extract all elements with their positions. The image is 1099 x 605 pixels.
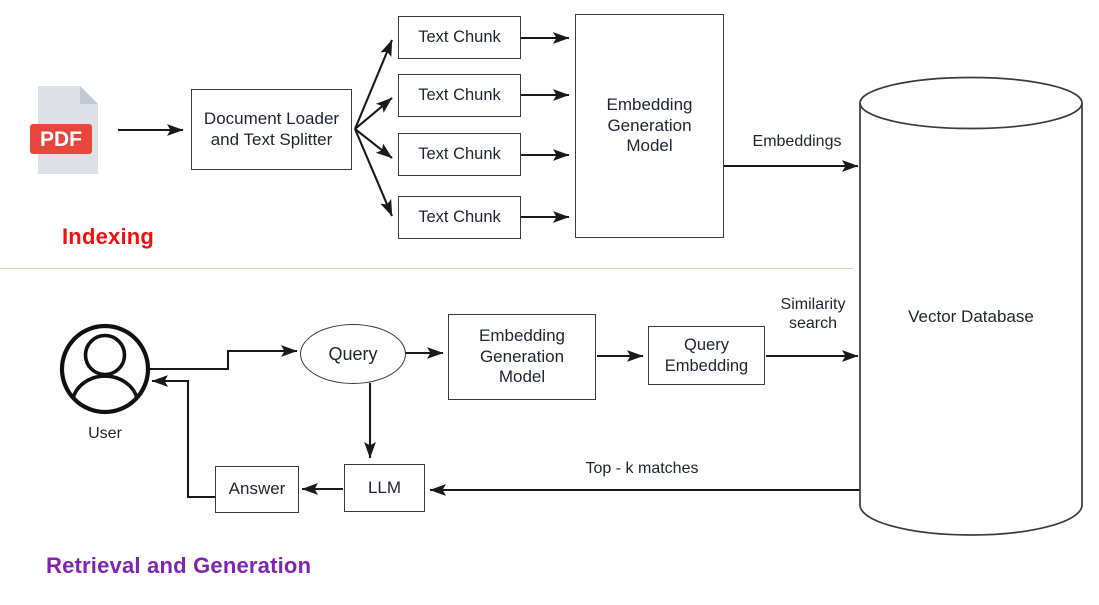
topk-matches-edge-label: Top - k matches: [585, 460, 699, 477]
document-loader-label: Document Loader and Text Splitter: [203, 108, 340, 149]
text-chunk-label: Text Chunk: [418, 208, 501, 227]
similarity-search-line2: search: [788, 315, 838, 333]
embedding-model-label: Embedding Generation Model: [606, 94, 693, 156]
answer-box[interactable]: Answer: [215, 466, 299, 513]
text-chunk-label: Text Chunk: [418, 86, 501, 105]
embedding-model-label: Embedding Generation Model: [478, 325, 565, 387]
llm-box[interactable]: LLM: [344, 464, 425, 512]
text-chunk-label: Text Chunk: [418, 145, 501, 164]
pdf-badge-text: PDF: [40, 128, 82, 151]
text-chunk-box-4[interactable]: Text Chunk: [398, 196, 521, 239]
document-loader-box[interactable]: Document Loader and Text Splitter: [191, 89, 352, 170]
vector-database-label: Vector Database: [908, 306, 1034, 326]
embeddings-edge-label: Embeddings: [752, 133, 842, 150]
answer-label: Answer: [228, 479, 286, 499]
section-label-retrieval: Retrieval and Generation: [46, 553, 312, 578]
query-embedding-label: Query Embedding: [664, 336, 749, 375]
query-ellipse[interactable]: Query: [300, 324, 406, 384]
similarity-search-edge-label: Similarity search: [768, 295, 858, 333]
text-chunk-box-2[interactable]: Text Chunk: [398, 74, 521, 117]
similarity-search-line1: Similarity: [780, 296, 846, 313]
text-chunk-box-1[interactable]: Text Chunk: [398, 16, 521, 59]
section-label-indexing: Indexing: [62, 224, 155, 249]
query-embedding-box[interactable]: Query Embedding: [648, 326, 765, 385]
user-avatar-icon: [59, 323, 151, 415]
text-chunk-label: Text Chunk: [418, 28, 501, 47]
section-divider: [0, 268, 853, 270]
embedding-generation-model-box-retrieval[interactable]: Embedding Generation Model: [448, 314, 596, 400]
query-label: Query: [328, 343, 378, 364]
llm-label: LLM: [367, 477, 402, 497]
user-label: User: [88, 425, 122, 442]
embedding-generation-model-box-indexing[interactable]: Embedding Generation Model: [575, 14, 724, 238]
pdf-file-icon: PDF: [28, 80, 108, 180]
text-chunk-box-3[interactable]: Text Chunk: [398, 133, 521, 176]
